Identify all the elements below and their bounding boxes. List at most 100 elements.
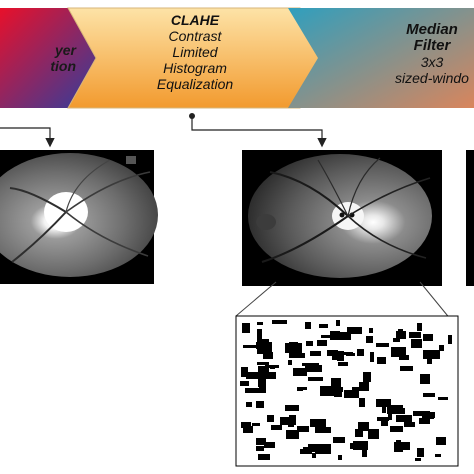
binary-cell: [377, 417, 389, 421]
binary-cell: [310, 419, 326, 427]
arrow-2-dot: [189, 113, 195, 119]
binary-cell: [257, 348, 272, 354]
binary-cell: [263, 352, 273, 359]
binary-cell: [388, 413, 392, 420]
binary-cell: [382, 407, 386, 413]
binary-cell: [312, 453, 316, 458]
binary-cell: [423, 334, 433, 341]
binary-cell: [319, 324, 328, 328]
step1-line-2: tion: [50, 58, 76, 74]
binary-cell: [396, 415, 412, 422]
binary-cell: [415, 458, 421, 461]
binary-cell: [266, 365, 279, 368]
binary-cell: [280, 417, 294, 425]
binary-cell: [332, 350, 338, 360]
step1-line-1: yer: [54, 42, 76, 58]
step3-line-1: 3x3: [420, 54, 444, 70]
binary-cell: [256, 446, 264, 451]
binary-cell: [256, 401, 264, 408]
binary-cell: [334, 388, 342, 397]
binary-cell: [358, 422, 369, 431]
binary-cell: [393, 338, 400, 342]
binary-cell: [369, 328, 373, 333]
binary-cell: [321, 335, 333, 338]
binary-cell: [285, 343, 302, 353]
binary-cell: [359, 398, 365, 407]
binary-cell: [317, 340, 327, 346]
binary-cell: [242, 323, 250, 333]
binary-cell: [399, 355, 409, 360]
binary-cell: [347, 327, 362, 334]
binary-cell: [315, 444, 331, 454]
step2-text: CLAHE Contrast Limited Histogram Equaliz…: [120, 12, 270, 92]
binary-cell: [257, 339, 269, 345]
binary-cell: [303, 447, 312, 451]
binary-cell: [305, 365, 322, 372]
step3-title-2: Filter: [413, 37, 451, 54]
binary-cell: [427, 355, 432, 364]
binary-cell: [381, 344, 389, 347]
step1-banner: [0, 8, 102, 108]
binary-cell: [420, 374, 430, 384]
binary-cell: [376, 399, 391, 407]
binary-cell: [448, 335, 452, 344]
binary-cell: [368, 429, 379, 439]
binary-cell: [297, 387, 303, 391]
binary-cell: [390, 426, 403, 432]
binary-cell: [320, 386, 335, 396]
arrow-1: [0, 127, 55, 148]
binary-cell: [338, 362, 348, 366]
binary-cell: [305, 322, 311, 329]
binary-cell: [400, 442, 410, 450]
binary-cell: [257, 329, 262, 339]
binary-cell: [355, 429, 363, 437]
binary-cell: [308, 444, 318, 452]
binary-cell: [310, 351, 321, 356]
step1-text: yer tion: [0, 42, 76, 74]
fundus-image-filtered: [466, 150, 474, 286]
binary-cell: [289, 353, 305, 358]
binary-cell: [337, 351, 344, 361]
binary-cell: [241, 422, 251, 428]
step2-line-2: Limited: [172, 44, 218, 60]
binary-cell: [252, 423, 260, 426]
binary-cell: [245, 388, 259, 393]
binary-cell: [353, 441, 368, 450]
binary-cell: [363, 372, 371, 382]
binary-cell: [267, 415, 274, 422]
binary-cell: [300, 449, 312, 454]
step2-line-4: Equalization: [156, 76, 234, 92]
binary-cell: [377, 357, 386, 364]
binary-cell: [391, 347, 406, 357]
binary-cell: [396, 331, 406, 339]
binary-cell: [272, 320, 287, 324]
binary-cell: [246, 372, 263, 379]
binary-cell: [338, 455, 342, 460]
step3-title: Median: [406, 21, 458, 38]
binary-cell: [256, 438, 266, 445]
binary-cell: [265, 372, 276, 379]
binary-cell: [417, 323, 422, 331]
binary-cell: [256, 342, 272, 349]
binary-cell: [419, 418, 430, 424]
binary-cell: [289, 415, 296, 425]
step3-line-2: sized-windo: [395, 70, 469, 86]
step2-line-3: Histogram: [163, 60, 227, 76]
step3-text: Median Filter 3x3 sized-windo: [362, 21, 474, 87]
binary-cell: [297, 426, 309, 432]
binary-cell: [404, 422, 415, 427]
binary-cell: [362, 449, 367, 457]
step2-title: CLAHE: [170, 12, 220, 28]
binary-cell: [344, 392, 348, 397]
binary-cell: [258, 366, 269, 376]
binary-cell: [259, 387, 266, 393]
binary-cell: [381, 420, 388, 426]
step3-banner: [288, 8, 474, 108]
binary-cell: [258, 379, 266, 387]
binary-cell: [435, 454, 441, 457]
binary-cell: [387, 405, 403, 414]
binary-cell: [330, 331, 340, 340]
binary-cell: [439, 345, 444, 351]
binary-cell: [246, 402, 252, 407]
